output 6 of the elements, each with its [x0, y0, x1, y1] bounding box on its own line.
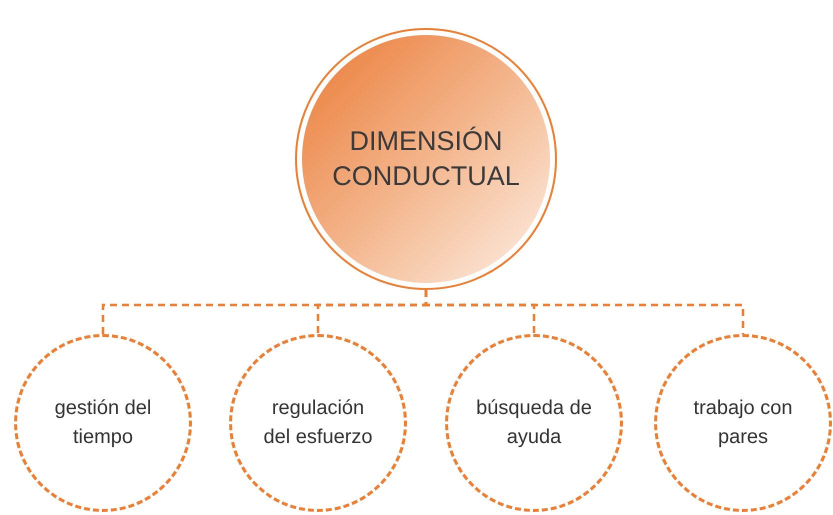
node-label: DIMENSIÓN CONDUCTUAL	[331, 124, 521, 193]
node-label: gestión del tiempo	[54, 396, 152, 450]
node-label: búsqueda de ayuda	[475, 396, 593, 450]
node-label: trabajo con pares	[692, 396, 794, 450]
dashed-connector	[424, 290, 744, 334]
node-label: regulación del esfuerzo	[262, 396, 374, 450]
